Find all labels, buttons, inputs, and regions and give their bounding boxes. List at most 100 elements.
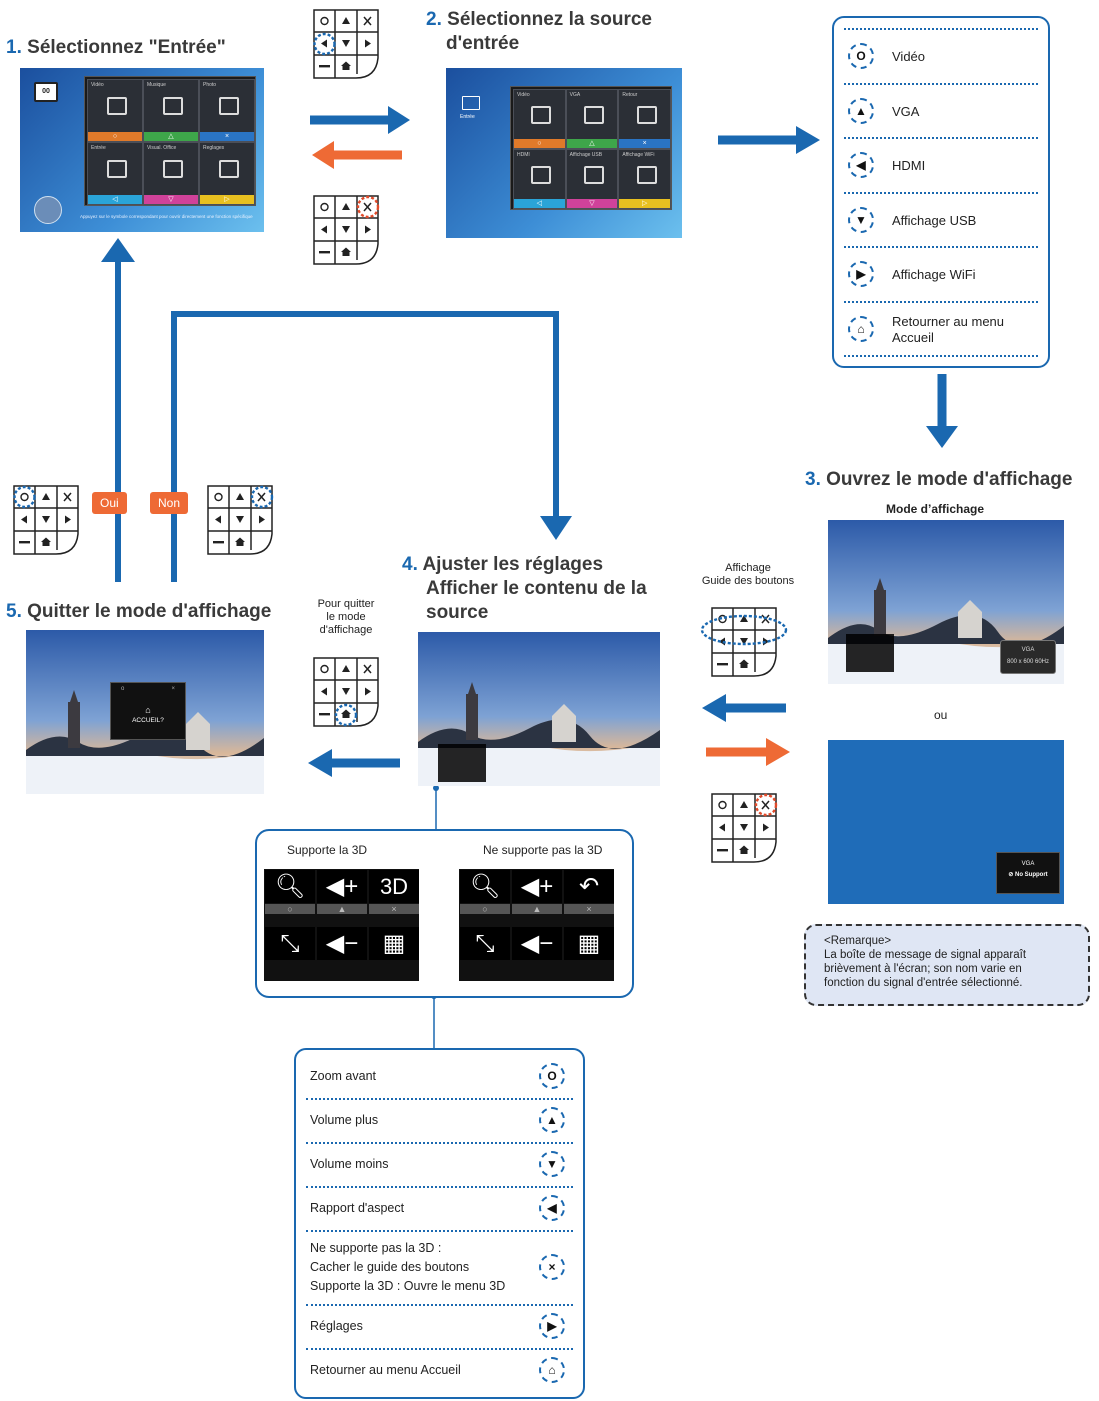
circle-sub-icon: ○: [265, 904, 315, 914]
menu-tile-icon: [107, 160, 127, 179]
home-house-icon: 00: [34, 82, 58, 102]
menu-tile-label: Reglages: [203, 145, 225, 151]
function-button-icon: ⌂: [539, 1357, 565, 1383]
menu-tile-bar: ◁: [88, 195, 142, 204]
function-label-line: Réglages: [310, 1318, 363, 1333]
step4-text-3: source: [426, 602, 489, 623]
mode-affichage-label: Mode d’affichage: [886, 502, 985, 516]
step1-title: 1. Sélectionnez "Entrée": [6, 36, 226, 60]
accueil-dialog-x: ×: [171, 686, 175, 692]
step2-text-2: d'entrée: [446, 33, 520, 54]
remark-title: <Remarque>: [824, 935, 892, 947]
vga-signal-line1: VGA: [1021, 647, 1035, 653]
function-label-line: Volume plus: [310, 1112, 379, 1127]
step3-number: 3.: [805, 469, 821, 490]
no-support-box: VGA ⊘ No Support: [996, 852, 1060, 894]
source-label: Retourner au menu Accueil: [892, 313, 1005, 345]
menu-tile-icon: [531, 106, 552, 125]
guide-label-line2: Guide des boutons: [701, 575, 795, 587]
keypad-non: [206, 484, 274, 556]
menu-tile-label: Musique: [147, 82, 166, 88]
function-item: Rapport d'aspect◀: [306, 1186, 573, 1232]
step4-text-2: Afficher le contenu de la: [426, 578, 647, 599]
menu-tile-bar: ▽: [144, 195, 198, 204]
menu-tile-icon: [107, 97, 127, 116]
menu-tile-icon: [219, 160, 239, 179]
source-item[interactable]: ▼Affichage USB: [844, 191, 1038, 248]
function-button-icon: ◀: [539, 1195, 565, 1221]
source-item[interactable]: ▶Affichage WiFi: [844, 246, 1038, 302]
menu-tile-bar: ○: [514, 139, 565, 148]
accueil-dialog-text: ACCUEIL?: [132, 717, 164, 724]
source-button-icon: ▼: [848, 206, 874, 233]
function-label: Retourner au menu Accueil: [310, 1348, 461, 1392]
home-tiles-grid: Vidéo○Musique△Photo× Entrée◁Visual. Offic…: [84, 76, 256, 206]
source-button-icon: ▲: [848, 97, 874, 124]
menu-tile[interactable]: Photo×: [199, 79, 255, 142]
input-menu-screenshot: Entrée Vidéo○VGA△Retour×HDMI◁Affichage U…: [446, 68, 682, 238]
volume-minus-icon: ◀−: [317, 927, 367, 960]
quit-label: Pour quitter le mode d'affichage: [300, 598, 392, 637]
source-button-icon: ◀: [848, 152, 874, 178]
step4-text-1: Ajuster les réglages: [422, 554, 604, 575]
function-button-icon: ▲: [539, 1107, 565, 1133]
no-support-icon: ⊘: [1008, 872, 1016, 878]
circle-sub-icon: ○: [460, 904, 510, 914]
step5-title: 5. Quitter le mode d'affichage: [6, 600, 271, 624]
menu-tile[interactable]: Reglages▷: [199, 142, 255, 205]
guide-overlay-mini: [846, 634, 894, 672]
keypad-step2-left: [312, 8, 380, 80]
source-label: Affichage WiFi: [892, 267, 976, 282]
function-label: Réglages: [310, 1304, 363, 1348]
quit-label-line2: le mode: [326, 611, 366, 623]
menu-tile[interactable]: Affichage USB▽: [565, 149, 619, 209]
step3-text: Ouvrez le mode d'affichage: [826, 469, 1073, 490]
keypad-quit: [312, 656, 380, 728]
remark-line1: La boîte de message de signal apparaît: [824, 949, 1027, 961]
button-guides-box: Supporte la 3D Ne supporte pas la 3D 🔍︎ …: [255, 829, 634, 998]
source-item[interactable]: ⌂ Retourner au menu Accueil: [844, 300, 1038, 357]
menu-tile[interactable]: Entrée◁: [87, 142, 143, 205]
quit-label-line3: d'affichage: [319, 624, 373, 636]
step1-number: 1.: [6, 37, 22, 58]
source-item[interactable]: ◀HDMI: [844, 137, 1038, 193]
source-button-icon: O: [848, 43, 874, 69]
source-button-icon: ⌂: [848, 315, 874, 342]
menu-tile[interactable]: Vidéo○: [87, 79, 143, 142]
menu-tile[interactable]: Vidéo ○: [513, 89, 566, 149]
menu-tile-icon: [163, 97, 183, 116]
function-label: Volume plus: [310, 1098, 378, 1142]
menu-tile[interactable]: VGA△: [565, 89, 619, 149]
guide-right-title: Ne supporte pas la 3D: [483, 843, 603, 857]
menu-tile[interactable]: Musique△: [143, 79, 199, 142]
menu-tile-label: Vidéo: [91, 82, 104, 88]
menu-tile-label: Affichage USB: [569, 152, 603, 158]
menu-tile-label: Photo: [203, 82, 217, 88]
menu-tile[interactable]: HDMI◁: [513, 149, 566, 209]
settings-grid-icon: ▦: [369, 927, 419, 960]
guide-grid-no3d: 🔍︎ ◀+ ↶ ○ ▲ × ⤡ ◀− ▦: [459, 869, 614, 981]
remark-box: <Remarque> La boîte de message de signal…: [804, 924, 1090, 1006]
function-label-line: Supporte la 3D : Ouvre le menu 3D: [310, 1278, 506, 1293]
triangle-sub-icon: ▲: [512, 904, 562, 914]
menu-tile-label: Vidéo: [517, 92, 530, 98]
source-item[interactable]: ▲ VGA: [844, 82, 1038, 139]
keypad-oui: [12, 484, 80, 556]
source-label: VGA: [892, 103, 920, 119]
step4-screenshot: [418, 632, 660, 786]
source-list-divider: [844, 355, 1038, 357]
volume-plus-icon: ◀+: [317, 870, 367, 903]
step5-screenshot: o × ⌂ ACCUEIL?: [26, 630, 264, 794]
step2-number: 2.: [426, 9, 442, 30]
accueil-dialog-home-icon: ⌂: [145, 705, 151, 715]
input-side-icon: [462, 96, 480, 110]
menu-tile-icon: [583, 106, 604, 125]
menu-tile[interactable]: Visual. Office▽: [143, 142, 199, 205]
menu-tile-label: VGA: [569, 92, 581, 98]
menu-tile[interactable]: Retour×: [618, 89, 671, 149]
ou-label: ou: [934, 708, 948, 722]
menu-tile[interactable]: Affichage WiFi▷: [618, 149, 671, 209]
function-button-icon: O: [539, 1063, 565, 1089]
guide-grid-3d: 🔍︎ ◀+ 3D ○ ▲ × ⤡ ◀− ▦: [264, 869, 419, 981]
